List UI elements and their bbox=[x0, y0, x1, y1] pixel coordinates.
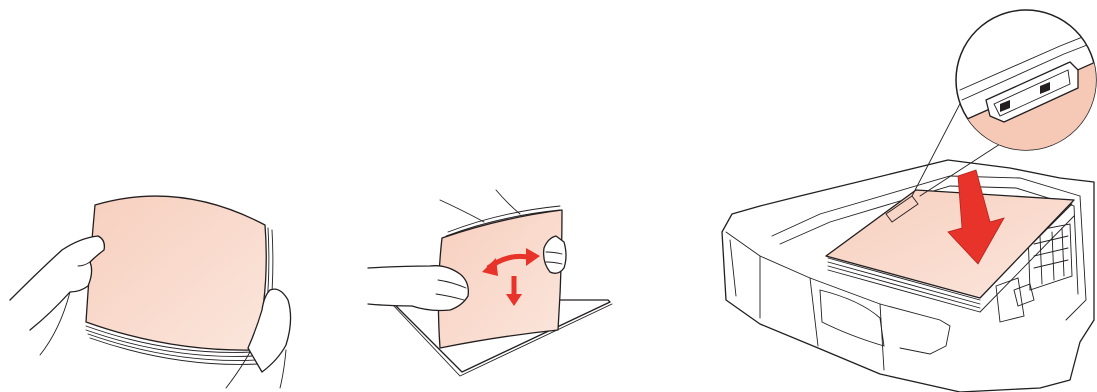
flexed-paper bbox=[437, 209, 563, 349]
right-hand bbox=[542, 235, 567, 274]
flex-arrows-icon bbox=[482, 248, 540, 306]
hands-fanning-paper-stack-icon bbox=[9, 195, 292, 389]
magnified-guide-detail bbox=[955, 9, 1097, 151]
left-hand bbox=[9, 235, 106, 331]
right-hand bbox=[247, 288, 292, 373]
paper-sheet bbox=[85, 195, 267, 351]
paper-tray-loading-icon bbox=[721, 9, 1097, 392]
left-hand bbox=[367, 265, 469, 312]
hands-flexing-paper-stack-icon bbox=[367, 189, 613, 377]
insert-arrow-icon bbox=[947, 169, 1005, 265]
